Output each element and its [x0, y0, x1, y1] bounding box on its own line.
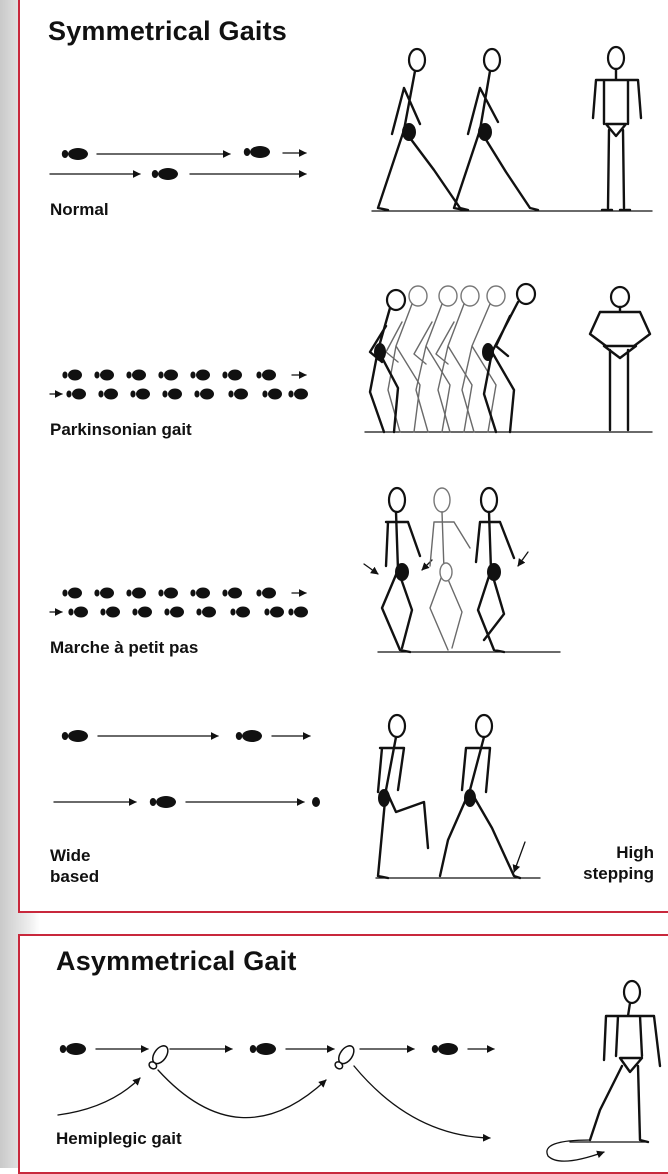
label-wide-based-line1: Wide [50, 846, 91, 865]
footprint [149, 796, 176, 808]
footprint [230, 606, 250, 618]
footprint [94, 369, 114, 381]
normal-footprints [49, 146, 307, 180]
footprint [256, 587, 276, 599]
footprint [126, 369, 146, 381]
footprint [288, 606, 308, 618]
label-parkinsonian: Parkinsonian gait [50, 420, 192, 439]
footprint [66, 388, 86, 400]
footprint [243, 146, 270, 158]
footprint [130, 388, 150, 400]
footprint [262, 388, 282, 400]
label-high-stepping-line2: stepping [583, 864, 654, 883]
footprint [94, 587, 114, 599]
footprint [62, 369, 82, 381]
footprint [158, 369, 178, 381]
normal-figures [371, 45, 653, 212]
footprint [61, 148, 88, 160]
footprint [126, 587, 146, 599]
footprint [151, 168, 178, 180]
footprint [59, 1043, 86, 1055]
footprint [68, 606, 88, 618]
wide-based-footprints [53, 730, 320, 808]
footprint [190, 369, 210, 381]
parkinsonian-footprints [49, 369, 308, 400]
label-high-stepping: High stepping [566, 842, 654, 884]
footprint [61, 730, 88, 742]
label-hemiplegic: Hemiplegic gait [56, 1129, 182, 1148]
footprint [228, 388, 248, 400]
footprint [222, 587, 242, 599]
footprint [235, 730, 262, 742]
footprint [288, 388, 308, 400]
footprint [196, 606, 216, 618]
label-wide-based-line2: based [50, 867, 100, 886]
symmetrical-gaits-panel [18, 0, 668, 913]
footprint [264, 606, 284, 618]
footprint [158, 587, 178, 599]
parkinsonian-figures [364, 282, 653, 434]
petit-pas-figures [363, 486, 561, 654]
footprint [132, 606, 152, 618]
footprint [162, 388, 182, 400]
hemiplegic-footprints [57, 1043, 495, 1142]
footprint [100, 606, 120, 618]
footprint [194, 388, 214, 400]
footprint [190, 587, 210, 599]
label-normal: Normal [50, 200, 109, 219]
footprint [62, 587, 82, 599]
label-marche-a-petit-pas: Marche à petit pas [50, 638, 199, 657]
footprint [222, 369, 242, 381]
footprint [431, 1043, 458, 1055]
footprint [249, 1043, 276, 1055]
hemiplegic-figure [546, 979, 662, 1162]
label-high-stepping-line1: High [616, 843, 654, 862]
footprint [98, 388, 118, 400]
label-wide-based: Wide based [50, 845, 99, 887]
high-stepping-figures [375, 713, 541, 880]
asymmetrical-gait-title: Asymmetrical Gait [56, 946, 297, 976]
petit-pas-footprints [49, 587, 308, 618]
footprint [256, 369, 276, 381]
footprint [164, 606, 184, 618]
symmetrical-gaits-title: Symmetrical Gaits [48, 16, 288, 46]
